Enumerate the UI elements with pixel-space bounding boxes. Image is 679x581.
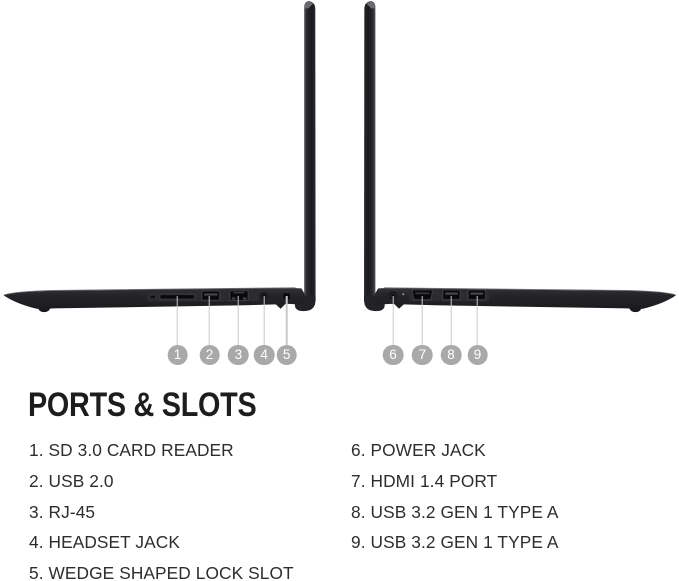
callout-badge-7: 7 <box>412 344 433 366</box>
callout-1: 1 <box>167 296 188 366</box>
callout-number-2: 2 <box>205 347 214 363</box>
legend-item-1: 1. SD 3.0 CARD READER <box>29 440 234 460</box>
callout-badge-4: 4 <box>253 344 275 366</box>
right-laptop-side-view <box>364 1 677 313</box>
callout-number-1: 1 <box>173 347 182 363</box>
usb-3-tongue-2 <box>470 292 484 295</box>
legend-item-4: 4. HEADSET JACK <box>29 532 180 553</box>
legend-right-column: 6. POWER JACK 7. HDMI 1.4 PORT 8. USB 3.… <box>351 435 559 558</box>
callout-number-3: 3 <box>234 347 243 363</box>
legend-item-3: 3. RJ-45 <box>29 501 96 522</box>
callout-number-9: 9 <box>473 347 482 363</box>
callout-line-1 <box>176 296 179 345</box>
power-led <box>402 293 405 296</box>
callout-line-8 <box>450 296 452 345</box>
usb-2-tongue <box>204 293 218 296</box>
callout-badge-5: 5 <box>276 344 297 366</box>
callout-3: 3 <box>228 296 249 366</box>
callout-5: 5 <box>276 296 297 366</box>
right-base-edge-highlight <box>384 287 676 296</box>
legend-item-9: 9. USB 3.2 GEN 1 TYPE A <box>351 532 559 553</box>
right-screen-top-highlight <box>366 1 375 9</box>
callout-line-4 <box>263 296 265 345</box>
callout-line-5 <box>285 296 288 345</box>
usb-2-bezel <box>201 290 221 301</box>
right-laptop-screen <box>364 1 376 300</box>
callout-number-4: 4 <box>260 347 268 363</box>
legend-item-5: 5. WEDGE SHAPED LOCK SLOT <box>29 563 294 581</box>
callout-9: 9 <box>467 296 488 366</box>
hdmi-bezel <box>411 289 434 301</box>
page-title: PORTS & SLOTS <box>28 386 257 425</box>
callout-badge-1: 1 <box>167 344 188 366</box>
callout-number-5: 5 <box>282 347 291 363</box>
callout-7: 7 <box>412 296 433 366</box>
legend-item-7: 7. HDMI 1.4 PORT <box>351 470 498 491</box>
legend-item-2: 2. USB 2.0 <box>29 470 114 491</box>
microphone-hole <box>150 295 156 299</box>
callout-badge-9: 9 <box>467 344 488 366</box>
left-laptop-side-view <box>3 1 316 313</box>
callout-badge-2: 2 <box>199 344 220 366</box>
callout-line-6 <box>392 296 394 345</box>
callout-6: 6 <box>382 296 404 366</box>
usb-3-tongue-1 <box>445 292 458 295</box>
callout-number-7: 7 <box>418 347 427 363</box>
left-screen-top-highlight <box>304 1 313 9</box>
callout-2: 2 <box>199 296 220 366</box>
hdmi-inner <box>415 292 430 295</box>
rj45-contacts <box>233 291 245 294</box>
callout-8: 8 <box>440 296 462 366</box>
legend-left-column: 1. SD 3.0 CARD READER 2. USB 2.0 3. RJ-4… <box>29 435 294 581</box>
left-laptop-screen <box>304 1 316 300</box>
callout-4: 4 <box>253 296 275 366</box>
rj45-led-right <box>242 297 247 300</box>
callout-line-7 <box>421 296 424 345</box>
callout-badge-8: 8 <box>440 344 462 366</box>
callout-badge-3: 3 <box>228 344 249 366</box>
callout-line-9 <box>476 296 479 345</box>
callout-number-6: 6 <box>389 347 397 363</box>
callout-line-2 <box>208 296 211 345</box>
legend-item-8: 8. USB 3.2 GEN 1 TYPE A <box>351 501 559 522</box>
legend-item-6: 6. POWER JACK <box>351 440 486 460</box>
callout-badge-6: 6 <box>382 344 404 366</box>
rj45-led-left <box>231 297 236 300</box>
callout-number-8: 8 <box>447 347 455 363</box>
callout-line-3 <box>237 296 240 345</box>
left-base-edge-highlight <box>3 287 296 296</box>
power-jack <box>389 291 397 299</box>
